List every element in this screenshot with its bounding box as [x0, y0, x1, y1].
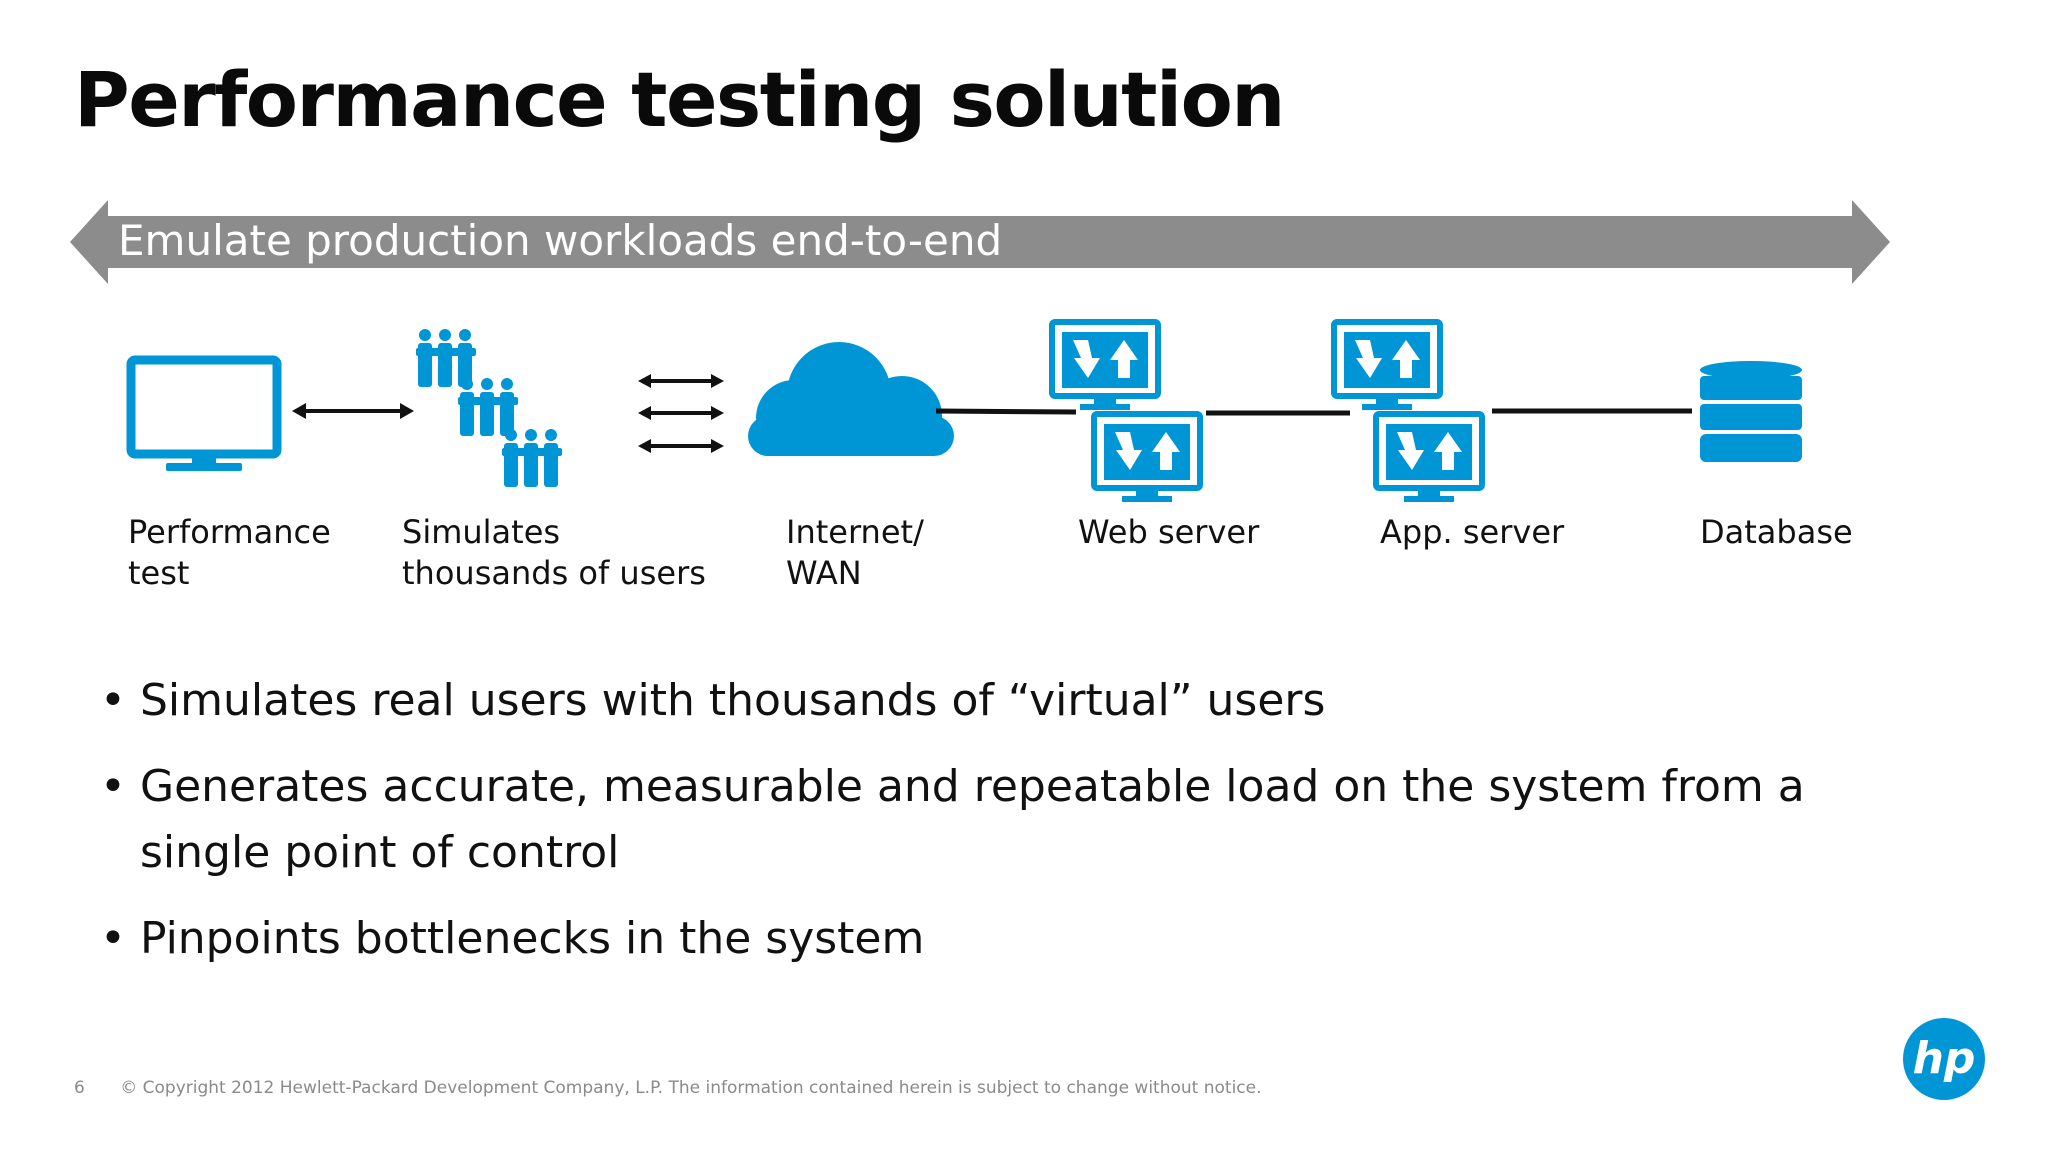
- end-to-end-banner: Emulate production workloads end-to-end: [70, 200, 1890, 284]
- label-simulates-users: Simulates thousands of users: [402, 513, 706, 592]
- server-monitors-icon: [1049, 319, 1203, 502]
- bullet-item: •Generates accurate, measurable and repe…: [100, 761, 1805, 878]
- label-web-server: Web server: [1078, 513, 1260, 551]
- page-number: 6: [74, 1078, 85, 1098]
- label-database: Database: [1700, 513, 1853, 551]
- double-arrow-shape: [70, 200, 1890, 284]
- database-icon: [1700, 361, 1802, 462]
- hp-logo: hp: [1903, 1018, 1985, 1100]
- connection-lines: [936, 408, 1692, 416]
- monitor-icon: [126, 355, 282, 471]
- bullet-item: •Pinpoints bottlenecks in the system: [100, 913, 925, 964]
- users-group-icon: [412, 326, 576, 496]
- hp-logo-text: hp: [1913, 1033, 1976, 1084]
- server-monitors-icon: [1331, 319, 1485, 502]
- slide-title: Performance testing solution: [74, 55, 1285, 144]
- banner-label: Emulate production workloads end-to-end: [118, 216, 1003, 265]
- traffic-arrows-icon: [638, 374, 724, 453]
- label-app-server: App. server: [1380, 513, 1565, 551]
- bullet-list: •Simulates real users with thousands of …: [100, 668, 1900, 992]
- label-internet-wan: Internet/ WAN: [786, 513, 924, 592]
- copyright-notice: © Copyright 2012 Hewlett-Packard Develop…: [120, 1078, 1262, 1098]
- bullet-item: •Simulates real users with thousands of …: [100, 675, 1326, 726]
- label-performance-test: Performance test: [128, 513, 331, 592]
- double-arrow-icon: [292, 403, 414, 419]
- footer: 6 © Copyright 2012 Hewlett-Packard Devel…: [74, 1078, 1262, 1098]
- cloud-icon: [748, 342, 954, 456]
